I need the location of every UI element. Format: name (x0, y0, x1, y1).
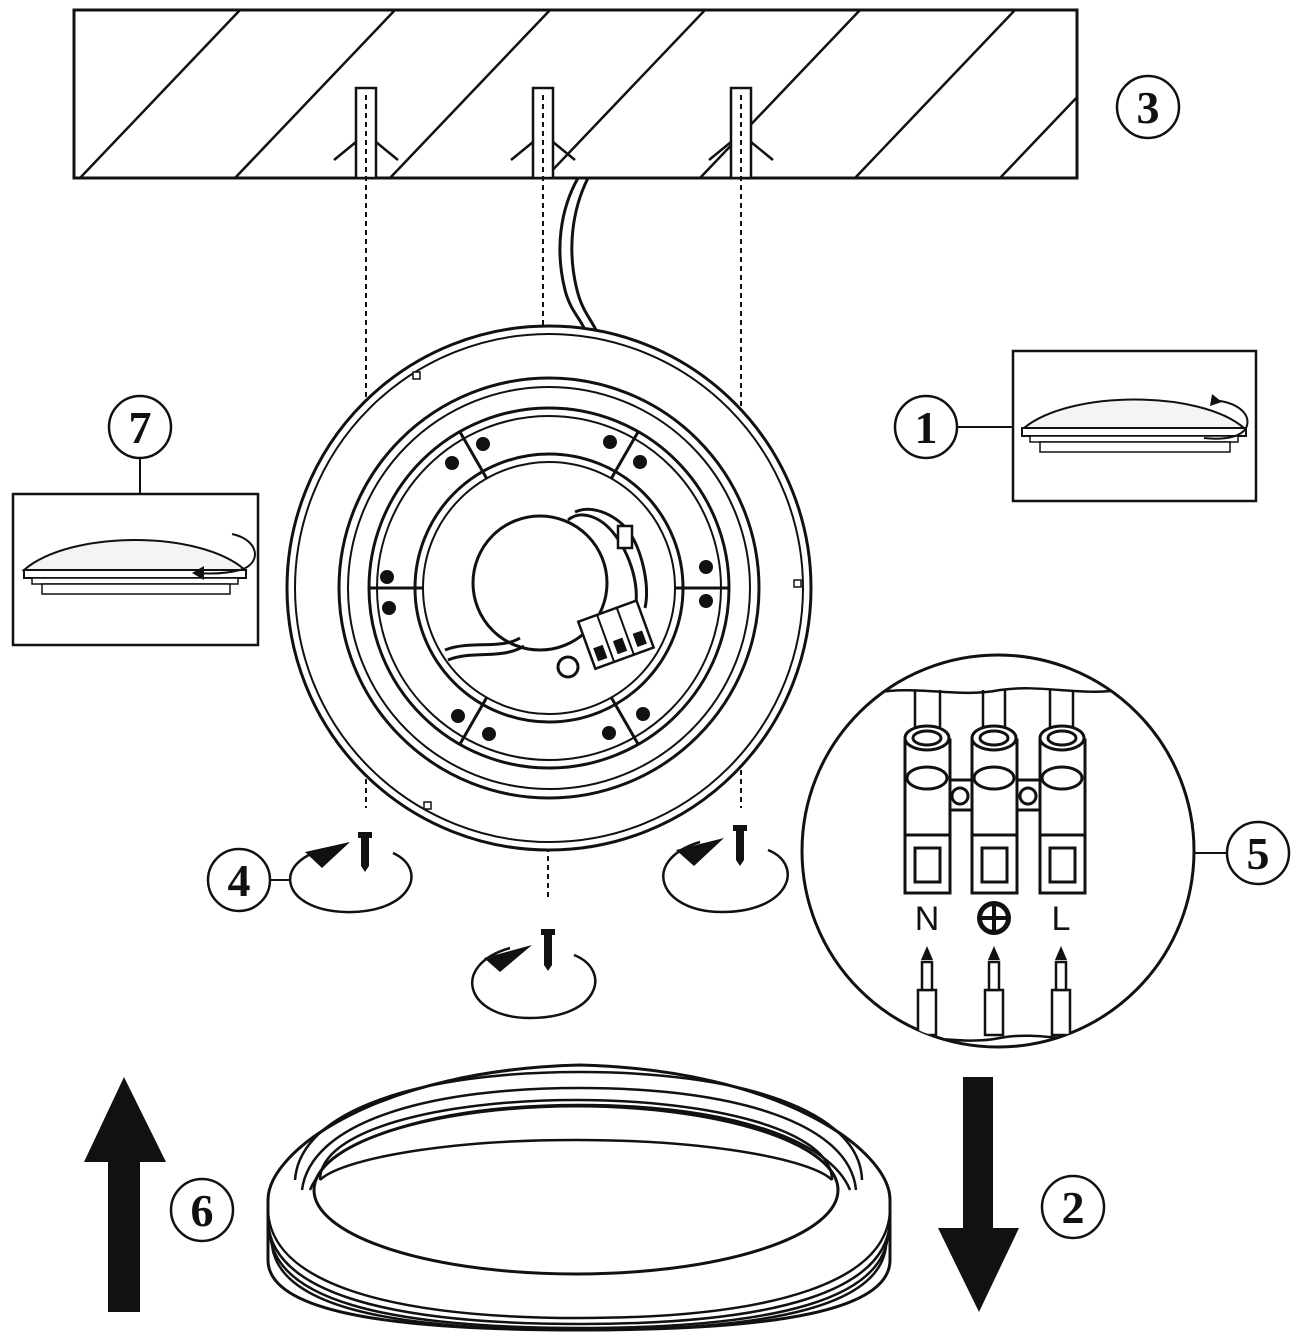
terminal-label-live: L (1052, 900, 1071, 938)
step-4-badge: 4 (206, 847, 290, 913)
step-1-badge: 1 (893, 394, 1013, 460)
screw-right (662, 825, 789, 914)
wiring-detail-zoom: N L (800, 653, 1196, 1049)
svg-text:6: 6 (191, 1185, 214, 1236)
step-3-badge: 3 (1115, 74, 1181, 140)
inset-attach-diffuser (11, 492, 260, 647)
step-6-badge: 6 (169, 1177, 235, 1243)
earth-ground-icon (977, 901, 1011, 935)
supply-cable (558, 177, 587, 331)
step-5-badge: 5 (1194, 820, 1291, 886)
ceiling (72, 8, 1079, 180)
arrow-up-icon (84, 1077, 166, 1312)
screw-left (289, 832, 413, 914)
svg-text:4: 4 (228, 855, 251, 906)
step-7-badge: 7 (107, 394, 173, 494)
step-2-badge: 2 (1040, 1174, 1106, 1240)
svg-text:5: 5 (1247, 828, 1270, 879)
svg-text:7: 7 (129, 402, 152, 453)
screw-center (470, 929, 597, 1020)
base-plate (285, 324, 813, 852)
svg-text:1: 1 (915, 402, 938, 453)
inset-remove-diffuser (1011, 349, 1258, 503)
terminal-label-neutral: N (915, 900, 940, 938)
svg-text:3: 3 (1137, 82, 1160, 133)
ceiling-hatching (79, 10, 1077, 178)
diffuser-cover (266, 1063, 892, 1332)
arrow-down-icon (938, 1077, 1019, 1312)
svg-text:2: 2 (1062, 1182, 1085, 1233)
